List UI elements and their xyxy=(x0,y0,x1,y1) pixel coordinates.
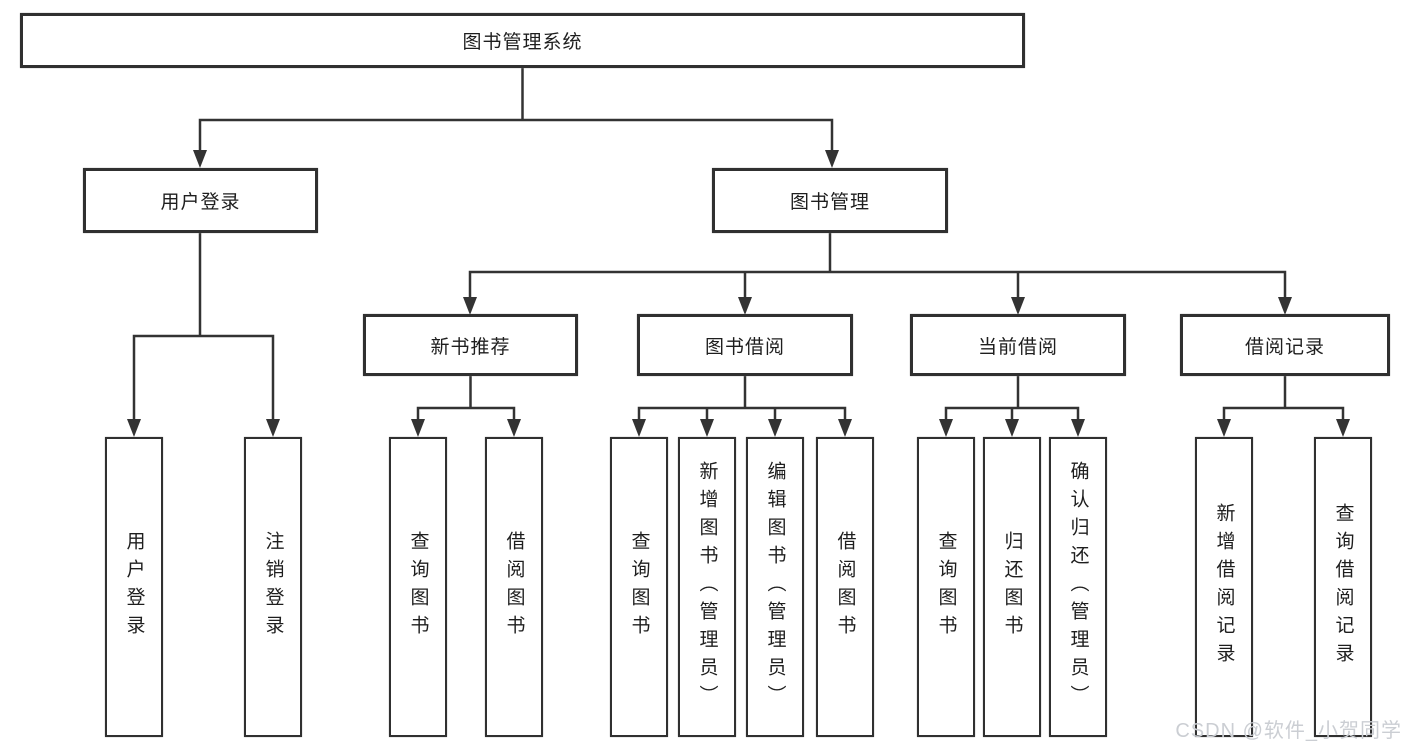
node-label: 图书管理系统 xyxy=(462,32,583,53)
node-label: 借阅记录 xyxy=(1244,336,1325,358)
node-label: 确认归还（管理员） xyxy=(1067,461,1089,713)
node-borrowing-records: 借阅记录 xyxy=(1180,314,1390,376)
node-label: 编辑图书（管理员） xyxy=(764,461,786,713)
node-borrow-books: 借阅图书 xyxy=(816,437,874,737)
node-label: 新增借阅记录 xyxy=(1213,503,1235,671)
node-label: 当前借阅 xyxy=(977,336,1058,358)
node-label: 查询图书 xyxy=(628,531,650,643)
node-book-management-branch: 图书管理 xyxy=(712,168,948,233)
node-query-books: 查询图书 xyxy=(917,437,975,737)
csdn-watermark: CSDN @软件_小贺同学 xyxy=(1175,720,1402,742)
node-label: 新书推荐 xyxy=(430,336,511,358)
node-book-borrowing: 图书借阅 xyxy=(637,314,853,376)
node-query-borrow-record: 查询借阅记录 xyxy=(1314,437,1372,737)
node-edit-books-admin: 编辑图书（管理员） xyxy=(746,437,804,737)
node-label: 借阅图书 xyxy=(503,531,525,643)
node-current-borrowing: 当前借阅 xyxy=(910,314,1126,376)
node-user-login-branch: 用户登录 xyxy=(83,168,318,233)
node-add-books-admin: 新增图书（管理员） xyxy=(678,437,736,737)
node-user-login: 用户登录 xyxy=(105,437,163,737)
node-label: 图书借阅 xyxy=(704,336,785,358)
node-borrow-books: 借阅图书 xyxy=(485,437,543,737)
node-query-books: 查询图书 xyxy=(389,437,447,737)
node-label: 用户登录 xyxy=(123,531,145,643)
node-new-book-recommendation: 新书推荐 xyxy=(363,314,578,376)
node-book-management-system: 图书管理系统 xyxy=(20,13,1025,68)
node-label: 查询图书 xyxy=(935,531,957,643)
node-label: 查询图书 xyxy=(407,531,429,643)
node-label: 图书管理 xyxy=(789,192,870,213)
node-confirm-return-admin: 确认归还（管理员） xyxy=(1049,437,1107,737)
node-label: 查询借阅记录 xyxy=(1332,503,1354,671)
node-label: 归还图书 xyxy=(1001,531,1023,643)
node-label: 用户登录 xyxy=(160,192,241,213)
arrowheads xyxy=(127,150,1350,437)
node-label: 借阅图书 xyxy=(834,531,856,643)
node-query-books: 查询图书 xyxy=(610,437,668,737)
node-return-books: 归还图书 xyxy=(983,437,1041,737)
node-label: 新增图书（管理员） xyxy=(696,461,718,713)
node-label: 注销登录 xyxy=(262,531,284,643)
node-add-borrow-record: 新增借阅记录 xyxy=(1195,437,1253,737)
node-logout: 注销登录 xyxy=(244,437,302,737)
